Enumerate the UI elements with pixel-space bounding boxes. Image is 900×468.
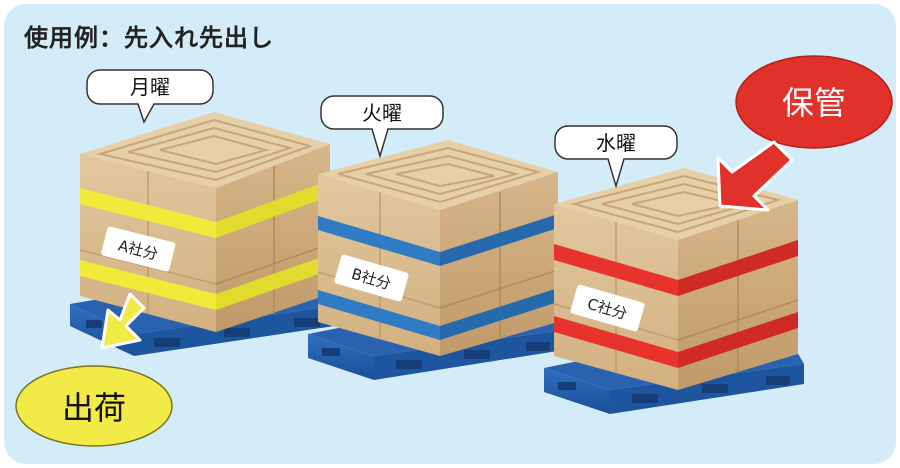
day-label-a: 月曜 bbox=[130, 75, 170, 99]
scene: A社分 月曜 bbox=[15, 55, 893, 447]
storage-arrow-icon bbox=[716, 140, 794, 212]
shipping-callout: 出荷 bbox=[15, 365, 173, 447]
diagram-panel: 使用例：先入れ先出し bbox=[4, 4, 896, 464]
day-label-b: 火曜 bbox=[362, 101, 402, 125]
day-label-c: 水曜 bbox=[596, 131, 636, 155]
diagram-title: 使用例：先入れ先出し bbox=[24, 24, 274, 52]
label-card-a bbox=[101, 226, 176, 272]
day-tag-b: 火曜 bbox=[320, 95, 444, 159]
shipping-arrow-icon bbox=[100, 292, 146, 350]
band-a-lower bbox=[80, 260, 216, 310]
day-tag-c: 水曜 bbox=[554, 125, 678, 189]
band-a-upper bbox=[80, 188, 216, 238]
shipping-label: 出荷 bbox=[62, 389, 126, 427]
box-b: B社分 bbox=[317, 140, 559, 356]
pallet-group-b: B社分 火曜 bbox=[308, 95, 564, 380]
label-card-c bbox=[570, 284, 645, 332]
storage-callout: 保管 bbox=[735, 55, 893, 149]
day-tag-a: 月曜 bbox=[86, 69, 214, 124]
label-card-b bbox=[334, 254, 409, 302]
band-c-lower bbox=[554, 316, 678, 368]
pallet-group-c: C社分 水曜 bbox=[544, 125, 804, 414]
storage-label: 保管 bbox=[782, 84, 846, 122]
band-c-upper bbox=[554, 244, 678, 296]
pallet-group-a: A社分 月曜 bbox=[70, 69, 334, 356]
band-b-lower bbox=[318, 290, 440, 340]
box-a: A社分 bbox=[79, 112, 331, 332]
band-b-upper bbox=[318, 216, 440, 266]
